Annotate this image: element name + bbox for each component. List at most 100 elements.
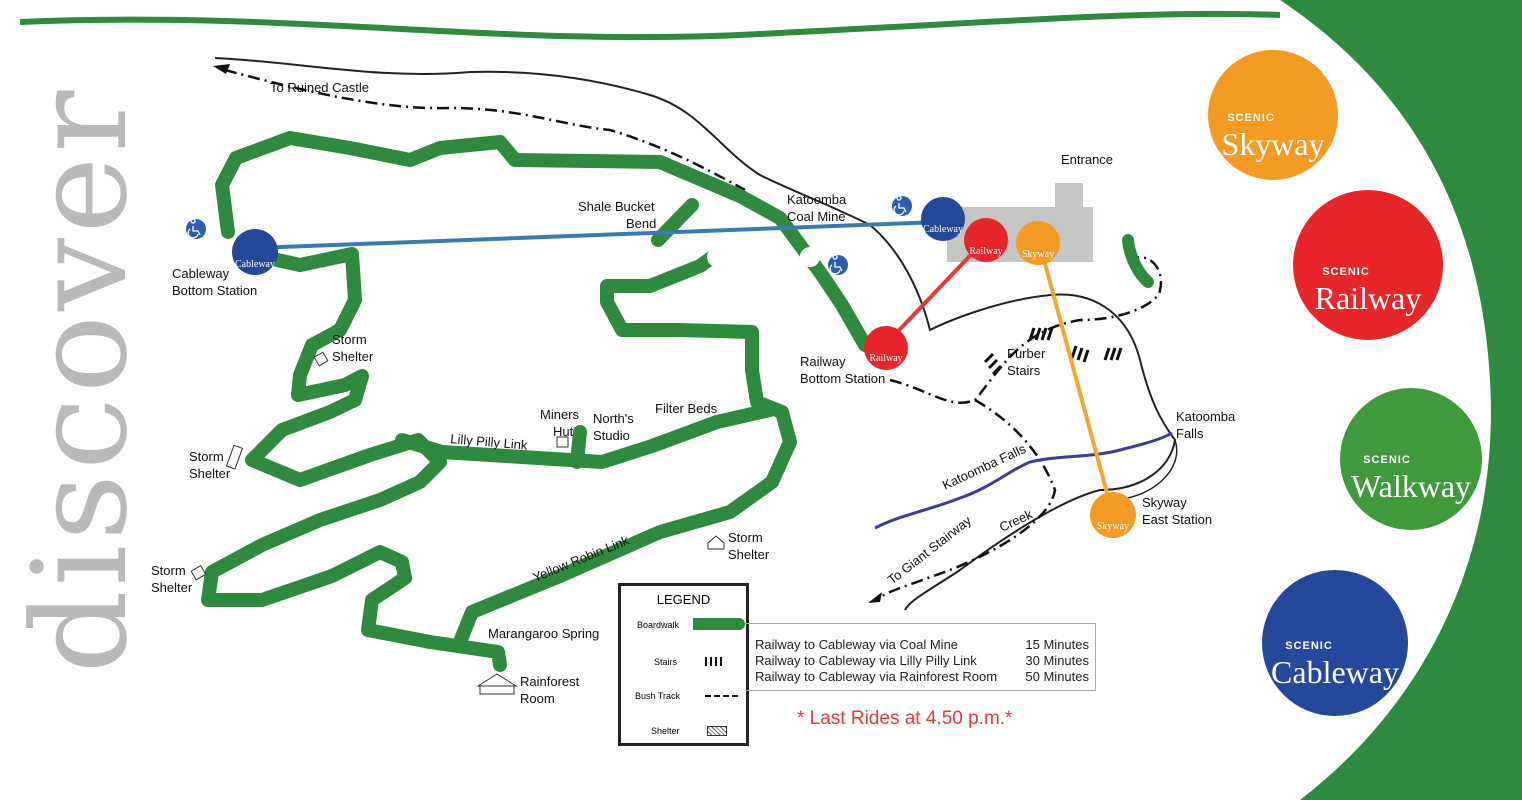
- badge-scenic: SCENIC: [1363, 454, 1411, 466]
- label-marangaroo: Marangaroo Spring: [488, 626, 599, 641]
- arrow-ruined-castle-icon: [213, 64, 230, 74]
- label-giant-stairway: To Giant Stairway: [885, 513, 975, 588]
- bush-track-giant-stairway: [874, 398, 1057, 602]
- label-cableway-bottom-2: Bottom Station: [172, 283, 257, 298]
- right-green-band: [1280, 0, 1522, 800]
- boardwalk-coal-mine: [215, 131, 872, 352]
- label-skyway-east: Skyway: [1142, 495, 1187, 510]
- label-katoomba-falls-2: Falls: [1176, 426, 1204, 441]
- shelter-icon: [556, 436, 569, 448]
- railway-bottom-marker[interactable]: Railway: [864, 326, 908, 370]
- boardwalk-yellow-robin: [453, 249, 797, 649]
- label-storm-shelter: Storm: [728, 530, 763, 545]
- label-ruined-castle: To Ruined Castle: [270, 80, 369, 95]
- cliff-edge: [214, 57, 1177, 611]
- duration: 50 Minutes: [1025, 669, 1089, 684]
- shelter-icon: [190, 564, 207, 581]
- katoomba-falls-creek: [874, 431, 1173, 530]
- svg-text:Skyway: Skyway: [1022, 249, 1054, 260]
- label-storm-shelter: Storm: [151, 563, 186, 578]
- rainforest-room-icon: [476, 673, 518, 695]
- walk-time-row: Railway to Cableway via Rainforest Room 5…: [755, 669, 1095, 684]
- badge-name: Skyway: [1221, 126, 1325, 162]
- badge-scenic: SCENIC: [1322, 266, 1370, 278]
- label-rainforest-room-2: Room: [520, 691, 555, 706]
- route: Railway to Cableway via Rainforest Room: [755, 669, 998, 684]
- label-storm-shelter: Shelter: [151, 580, 193, 595]
- label-coal-mine: Katoomba: [787, 192, 847, 207]
- boardwalk-north-studio: [570, 425, 587, 469]
- arrow-giant-stairway-icon: [868, 592, 882, 603]
- skyway-line: [1038, 244, 1115, 516]
- route: Railway to Cableway via Lilly Pilly Link: [755, 653, 977, 668]
- shelter-icon: [707, 535, 725, 550]
- svg-text:Railway: Railway: [869, 353, 902, 364]
- railway-top-marker[interactable]: Railway: [964, 218, 1008, 262]
- cableway-top-marker[interactable]: Cableway: [921, 197, 965, 241]
- legend-shelter-label: Shelter: [651, 726, 680, 736]
- junction-marker: [800, 247, 820, 267]
- shelter-icon: [225, 444, 244, 470]
- junction-marker: [707, 247, 727, 267]
- label-lilly-pilly: Lilly Pilly Link: [450, 431, 529, 453]
- last-rides-notice: * Last Rides at 4.50 p.m.*: [797, 708, 1013, 729]
- label-filter-beds: Filter Beds: [655, 401, 718, 416]
- duration: 30 Minutes: [1025, 653, 1089, 668]
- legend-boardwalk-swatch: [693, 618, 745, 630]
- label-miners-hut-2: Hut: [553, 424, 574, 439]
- route: Railway to Cableway via Coal Mine: [755, 637, 959, 652]
- label-storm-shelter: Shelter: [189, 466, 231, 481]
- label-storm-shelter: Shelter: [332, 349, 374, 364]
- bush-track-ruined-castle: [224, 68, 746, 192]
- label-miners-hut: Miners: [540, 407, 580, 422]
- skyway-east-marker[interactable]: Skyway: [1090, 492, 1136, 538]
- badge-scenic: SCENIC: [1285, 640, 1333, 652]
- wheelchair-icon: [892, 195, 912, 216]
- shelter-icon: [707, 726, 727, 736]
- duration: 15 Minutes: [1025, 637, 1089, 652]
- stairs-icon: [705, 657, 723, 666]
- label-norths-studio-2: Studio: [593, 428, 630, 443]
- svg-text:Skyway: Skyway: [1097, 521, 1129, 532]
- badge-name: Railway: [1314, 280, 1422, 316]
- top-swoosh-line: [19, 10, 1281, 41]
- svg-text:Cableway: Cableway: [923, 224, 963, 235]
- wheelchair-icon: [186, 218, 206, 239]
- label-furber-stairs: Furber: [1007, 346, 1046, 361]
- label-storm-shelter: Storm: [189, 449, 224, 464]
- label-coal-mine-2: Coal Mine: [787, 209, 846, 224]
- badge-railway[interactable]: SCENIC Railway: [1293, 190, 1443, 340]
- walk-times-table: Railway to Cableway via Coal Mine 15 Minu…: [745, 623, 1096, 691]
- legend-bush-track-label: Bush Track: [635, 691, 681, 701]
- boardwalk-shale-bucket: [651, 198, 699, 247]
- legend-boardwalk-label: Boardwalk: [637, 620, 680, 630]
- shelter-icon: [313, 351, 329, 367]
- label-rainforest-room: Rainforest: [520, 674, 580, 689]
- boardwalk-lilly-pilly: [395, 403, 777, 469]
- cableway-bottom-marker[interactable]: Cableway: [232, 229, 278, 275]
- boardwalk-entrance: [1122, 234, 1154, 288]
- legend-stairs-label: Stairs: [654, 657, 678, 667]
- label-shale-bucket: Shale Bucket: [578, 199, 655, 214]
- railway-line: [883, 238, 987, 347]
- wheelchair-icon: [828, 254, 848, 275]
- label-norths-studio: North's: [593, 411, 634, 426]
- label-storm-shelter: Shelter: [728, 547, 770, 562]
- label-skyway-east-2: East Station: [1142, 512, 1212, 527]
- walk-time-row: Railway to Cableway via Coal Mine 15 Minu…: [755, 637, 1095, 652]
- legend: LEGEND Boardwalk Stairs Bush Track Shelt…: [618, 583, 749, 746]
- label-katoomba-falls: Katoomba: [1176, 409, 1236, 424]
- label-railway-bottom: Railway: [800, 354, 846, 369]
- svg-text:Cableway: Cableway: [235, 259, 275, 270]
- label-creek: Katoomba Falls: [940, 441, 1029, 493]
- furber-stairs: [983, 327, 1123, 376]
- label-shale-bend: Bend: [626, 216, 656, 231]
- bush-track-icon: [705, 695, 738, 697]
- skyway-top-marker[interactable]: Skyway: [1016, 221, 1060, 265]
- label-entrance: Entrance: [1061, 152, 1113, 167]
- legend-title: LEGEND: [656, 592, 711, 607]
